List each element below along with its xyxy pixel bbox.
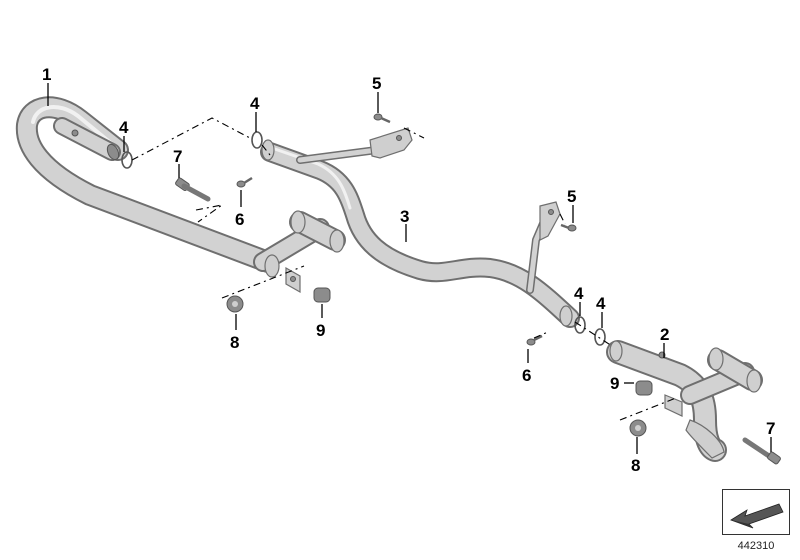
callout-7-a: 7 bbox=[173, 147, 182, 166]
part-1-left-crash-bar bbox=[15, 96, 346, 294]
leader-lines bbox=[47, 83, 772, 454]
callout-7-b: 7 bbox=[766, 419, 775, 438]
callout-5-b: 5 bbox=[567, 187, 576, 206]
callout-9-a: 9 bbox=[316, 321, 325, 340]
callout-8-a: 8 bbox=[230, 333, 239, 352]
screw-bracket-top bbox=[373, 113, 391, 124]
part-2-right-crash-bar bbox=[606, 340, 763, 462]
callout-1: 1 bbox=[42, 65, 51, 84]
hardware bbox=[121, 113, 781, 465]
circlip-ring-right-a bbox=[574, 316, 586, 334]
callout-9-b: 9 bbox=[610, 374, 619, 393]
callout-4-d: 4 bbox=[596, 294, 606, 313]
bushing-right bbox=[635, 380, 653, 396]
screw-bracket-mid bbox=[560, 223, 577, 232]
callout-4-a: 4 bbox=[119, 118, 129, 137]
callout-2: 2 bbox=[660, 325, 669, 344]
callout-4-b: 4 bbox=[250, 94, 260, 113]
arrow-down-left-icon bbox=[730, 503, 784, 529]
screw-right bbox=[526, 334, 543, 346]
catalog-number: 442310 bbox=[737, 540, 775, 552]
circlip-ring-left-b bbox=[251, 131, 263, 149]
orientation-badge bbox=[722, 489, 790, 535]
callout-4-c: 4 bbox=[574, 284, 584, 303]
callout-6-a: 6 bbox=[235, 210, 244, 229]
callout-5-a: 5 bbox=[372, 74, 381, 93]
callout-labels: 1 2 3 4 4 4 4 5 5 6 6 7 7 8 8 9 9 bbox=[42, 65, 775, 475]
circlip-ring-right-b bbox=[594, 328, 606, 346]
assembly-lines bbox=[131, 117, 677, 421]
bolt-right bbox=[742, 437, 781, 465]
callout-8-b: 8 bbox=[631, 456, 640, 475]
bolt-left bbox=[175, 177, 211, 202]
bushing-left bbox=[313, 287, 331, 303]
screw-left bbox=[236, 176, 253, 188]
part-3-center-bar bbox=[260, 127, 580, 328]
callout-3: 3 bbox=[400, 207, 409, 226]
callout-6-b: 6 bbox=[522, 366, 531, 385]
